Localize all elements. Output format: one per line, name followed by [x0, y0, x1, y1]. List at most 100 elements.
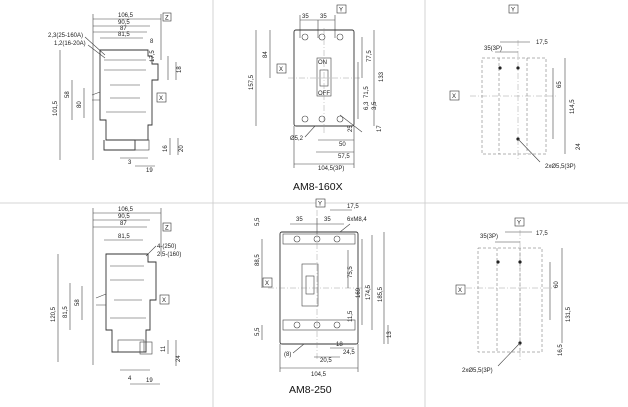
v2-dim-50: 50 — [339, 142, 346, 148]
v2-dim-35-b: 35 — [320, 14, 327, 20]
v3-tag-y: Y — [511, 8, 515, 14]
v3-dim-35-3p: 35(3P) — [484, 46, 502, 52]
v5-dim-24-5: 24,5 — [343, 350, 355, 356]
v1-note-1: 2,3(25-160A) — [48, 33, 83, 39]
v2-dim-o5-2: Ø5,2 — [290, 136, 304, 142]
v6-dim-2xo5-5-3p: 2xØ5,5(3P) — [462, 368, 493, 374]
v2-dim-35-a: 35 — [302, 14, 309, 20]
v4-dim-120-5: 120,5 — [51, 306, 57, 322]
v3-dim-24: 24 — [576, 143, 582, 150]
v5-tag-y: Y — [318, 202, 322, 208]
v5-tag-y-box — [315, 198, 326, 208]
v3-dim-114-5: 114,5 — [570, 99, 576, 114]
v5-dim-169: 169 — [356, 287, 362, 298]
v2-tag-y-box — [336, 4, 347, 14]
v6-dim-60: 60 — [554, 281, 560, 288]
v5-dim-5-5-bottom: 5,5 — [255, 327, 261, 336]
v4-tag-x: X — [162, 298, 166, 304]
v6-dim-35-3p: 35(3P) — [480, 234, 498, 240]
v2-label-on: ON — [318, 60, 327, 66]
v5-dim-104-5: 104,5 — [311, 372, 327, 378]
v1-dim-16: 16 — [163, 145, 169, 152]
v5-dim-13: 13 — [387, 331, 393, 338]
v1-tag-z: Z — [165, 16, 169, 22]
v4-dim-24: 24 — [176, 355, 182, 362]
v2-dim-133: 133 — [379, 71, 385, 82]
caption-am8-250: AM8-250 — [289, 384, 332, 396]
v1-dim-81-5: 81,5 — [118, 32, 130, 38]
v2-dim-71-5: 71,5 — [364, 86, 370, 98]
v6-outline — [477, 247, 543, 353]
v1-dim-90-5: 90,5 — [118, 20, 130, 26]
v4-dim-106-5: 106,5 — [118, 207, 134, 213]
v3-dim-2xo5-5-3p: 2xØ5,5(3P) — [545, 164, 576, 170]
v3-tag-x-box — [449, 90, 460, 101]
v3-outline — [481, 57, 547, 155]
v4-dim-58: 58 — [75, 299, 81, 306]
v5-dim-11-5: 11,5 — [348, 310, 354, 322]
v4-note-2: 2,5-(160) — [157, 252, 181, 258]
v4-tag-z: Z — [165, 226, 169, 232]
v6-tag-x: X — [458, 288, 462, 294]
view-am8-250-front: Y 17,5 35 35 6xM8,4 5,5 X 88,5 75,5 — [255, 198, 393, 378]
v4-dim-4: 4 — [128, 376, 132, 382]
v2-dim-77-5: 77,5 — [367, 50, 373, 62]
v2-tag-x-box — [276, 63, 287, 74]
v4-tag-z-box — [162, 222, 172, 232]
v1-tag-z-box — [162, 12, 172, 22]
view-am8-160x-side: 106,5 90,5 87 81,5 8 Z 2,3(25-160A) 1,2(… — [48, 12, 185, 174]
v1-dim-20: 20 — [179, 145, 185, 152]
v5-dim-35-a: 35 — [296, 217, 303, 223]
v3-tag-y-box — [508, 4, 519, 14]
v5-dim-8-paren: (8) — [284, 352, 291, 358]
v1-dim-19: 19 — [146, 168, 153, 174]
v1-dim-106-5: 106,5 — [118, 13, 134, 19]
v5-tag-x-box — [262, 277, 273, 288]
v5-dim-35-b: 35 — [324, 217, 331, 223]
v3-tag-x: X — [452, 94, 456, 100]
v2-dim-57-5: 57,5 — [338, 154, 350, 160]
v6-tag-x-box — [455, 284, 466, 295]
v2-dim-3-5: 3,5 — [372, 101, 378, 110]
v4-dim-90-5: 90,5 — [118, 214, 130, 220]
v2-dim-157-5: 157,5 — [249, 74, 255, 90]
v2-tag-y: Y — [339, 8, 343, 14]
v2-dim-25: 25 — [348, 125, 354, 132]
view-am8-250-side: 106,5 90,5 87 81,5 Z 4-(250) 2,5-(160) X… — [51, 207, 182, 385]
v4-note-1: 4-(250) — [157, 244, 176, 250]
v1-dim-8: 8 — [150, 39, 154, 45]
v3-dim-17-5: 17,5 — [536, 40, 548, 46]
view-am8-250-mounting: Y 17,5 35(3P) X 60 131,5 16,5 2xØ5,5(3P) — [455, 217, 572, 374]
v2-tag-x: X — [279, 67, 283, 73]
v1-tag-x-box — [156, 92, 167, 103]
v3-dim-65: 65 — [557, 81, 563, 88]
v6-dim-16-5: 16,5 — [558, 344, 564, 356]
v5-dim-18: 18 — [336, 342, 343, 348]
v5-dim-17-5: 17,5 — [347, 204, 359, 210]
view-am8-160x-front: 35 35 Y ON OFF X 157,5 84 77,5 133 71,5 … — [249, 4, 385, 172]
v5-dim-75-5: 75,5 — [348, 266, 354, 278]
v2-dim-104-5-3p: 104,5(3P) — [318, 166, 344, 172]
v1-tag-x: X — [159, 96, 163, 102]
v5-dim-20-5: 20,5 — [320, 358, 332, 364]
v4-tag-x-box — [159, 294, 170, 305]
v5-handle-slot — [301, 263, 319, 307]
v4-dim-81-5: 81,5 — [118, 234, 130, 240]
v2-dim-17: 17 — [377, 125, 383, 132]
v1-dim-87: 87 — [120, 26, 127, 32]
v1-dim-80: 80 — [77, 101, 83, 108]
v4-dim-87: 87 — [120, 221, 127, 227]
v4-dim-81-5-left: 81,5 — [63, 306, 69, 318]
v2-dim-6-3: 6,3 — [364, 101, 370, 110]
v6-dim-17-5: 17,5 — [536, 231, 548, 237]
v4-dim-11: 11 — [161, 345, 167, 352]
v6-dim-131-5: 131,5 — [566, 306, 572, 322]
v1-note-2: 1,2(16-20A) — [54, 41, 86, 47]
v5-dim-174-5: 174,5 — [366, 284, 372, 300]
v5-dim-5-5-top: 5,5 — [255, 217, 261, 226]
v1-dim-101-5: 101,5 — [53, 100, 59, 116]
v5-dim-88-5: 88,5 — [255, 254, 261, 266]
v1-dim-17-5: 17,5 — [150, 50, 156, 62]
caption-am8-160x: AM8-160X — [293, 181, 343, 193]
